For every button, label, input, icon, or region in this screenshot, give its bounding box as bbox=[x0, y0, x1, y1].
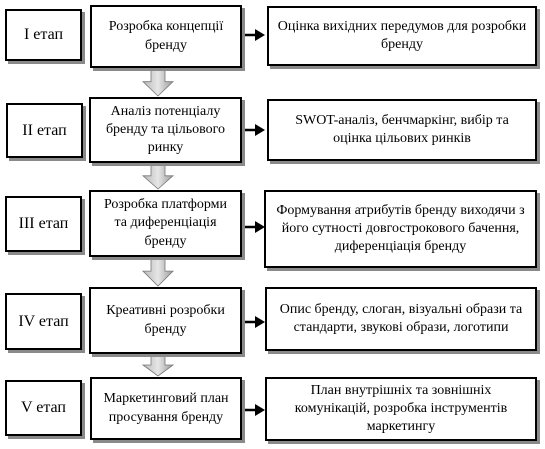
stage-box-3: III етап bbox=[5, 196, 82, 252]
detail-text: Оцінка вихідних передумов для розробки б… bbox=[277, 18, 527, 52]
detail-text: Формування атрибутів бренду виходячи з й… bbox=[276, 202, 525, 255]
detail-box-5: План внутрішніх та зовнішніх комунікацій… bbox=[265, 377, 537, 441]
stage-label: I етап bbox=[23, 26, 64, 43]
detail-text: План внутрішніх та зовнішніх комунікацій… bbox=[294, 382, 508, 435]
stage-label: IV етап bbox=[18, 312, 69, 330]
concept-box-2: Аналіз потенціалу бренду та цільового ри… bbox=[89, 97, 242, 163]
detail-box-2: SWOT-аналіз, бенчмаркінг, вибір та оцінк… bbox=[267, 99, 537, 161]
down-arrow-2 bbox=[141, 164, 175, 190]
right-arrow-head-4 bbox=[255, 316, 265, 328]
detail-box-1: Оцінка вихідних передумов для розробки б… bbox=[267, 6, 537, 66]
right-arrows bbox=[245, 29, 265, 416]
detail-box-4: Опис бренду, слоган, візуальні образи та… bbox=[265, 287, 537, 351]
concept-text: Аналіз потенціалу бренду та цільового ри… bbox=[105, 103, 226, 156]
concept-box-4: Креативні розробки бренду bbox=[89, 287, 242, 354]
stage-box-5: V етап bbox=[5, 380, 82, 436]
right-arrow-head-1 bbox=[255, 29, 265, 41]
down-arrow-4 bbox=[141, 355, 175, 377]
stage-box-2: II етап bbox=[6, 103, 83, 158]
detail-box-3: Формування атрибутів бренду виходячи з й… bbox=[264, 190, 537, 268]
concept-text: Маркетинговий план просування бренду bbox=[103, 391, 229, 425]
concept-text: Креативні розробки бренду bbox=[106, 303, 225, 337]
right-arrow-head-2 bbox=[255, 124, 265, 136]
right-arrow-head-5 bbox=[255, 404, 265, 416]
down-arrow-3 bbox=[142, 258, 174, 287]
concept-text: Розробка платформи та диференціація брен… bbox=[103, 197, 228, 249]
stage-box-1: I етап bbox=[5, 9, 82, 61]
stage-label: II етап bbox=[22, 121, 67, 139]
stage-label: V етап bbox=[20, 399, 66, 416]
concept-text: Розробка концепції бренду bbox=[108, 19, 224, 53]
detail-text: Опис бренду, слоган, візуальні образи та… bbox=[279, 301, 523, 335]
detail-text: SWOT-аналіз, бенчмаркінг, вибір та оцінк… bbox=[295, 112, 509, 146]
stage-box-4: IV етап bbox=[5, 293, 82, 350]
down-arrow-1 bbox=[142, 69, 174, 97]
concept-box-1: Розробка концепції бренду bbox=[90, 5, 242, 68]
concept-box-5: Маркетинговий план просування бренду bbox=[90, 377, 242, 440]
stage-label: III етап bbox=[18, 215, 69, 232]
concept-box-3: Розробка платформи та диференціація брен… bbox=[89, 190, 242, 257]
right-arrow-head-3 bbox=[255, 221, 265, 233]
down-arrows bbox=[141, 69, 175, 377]
